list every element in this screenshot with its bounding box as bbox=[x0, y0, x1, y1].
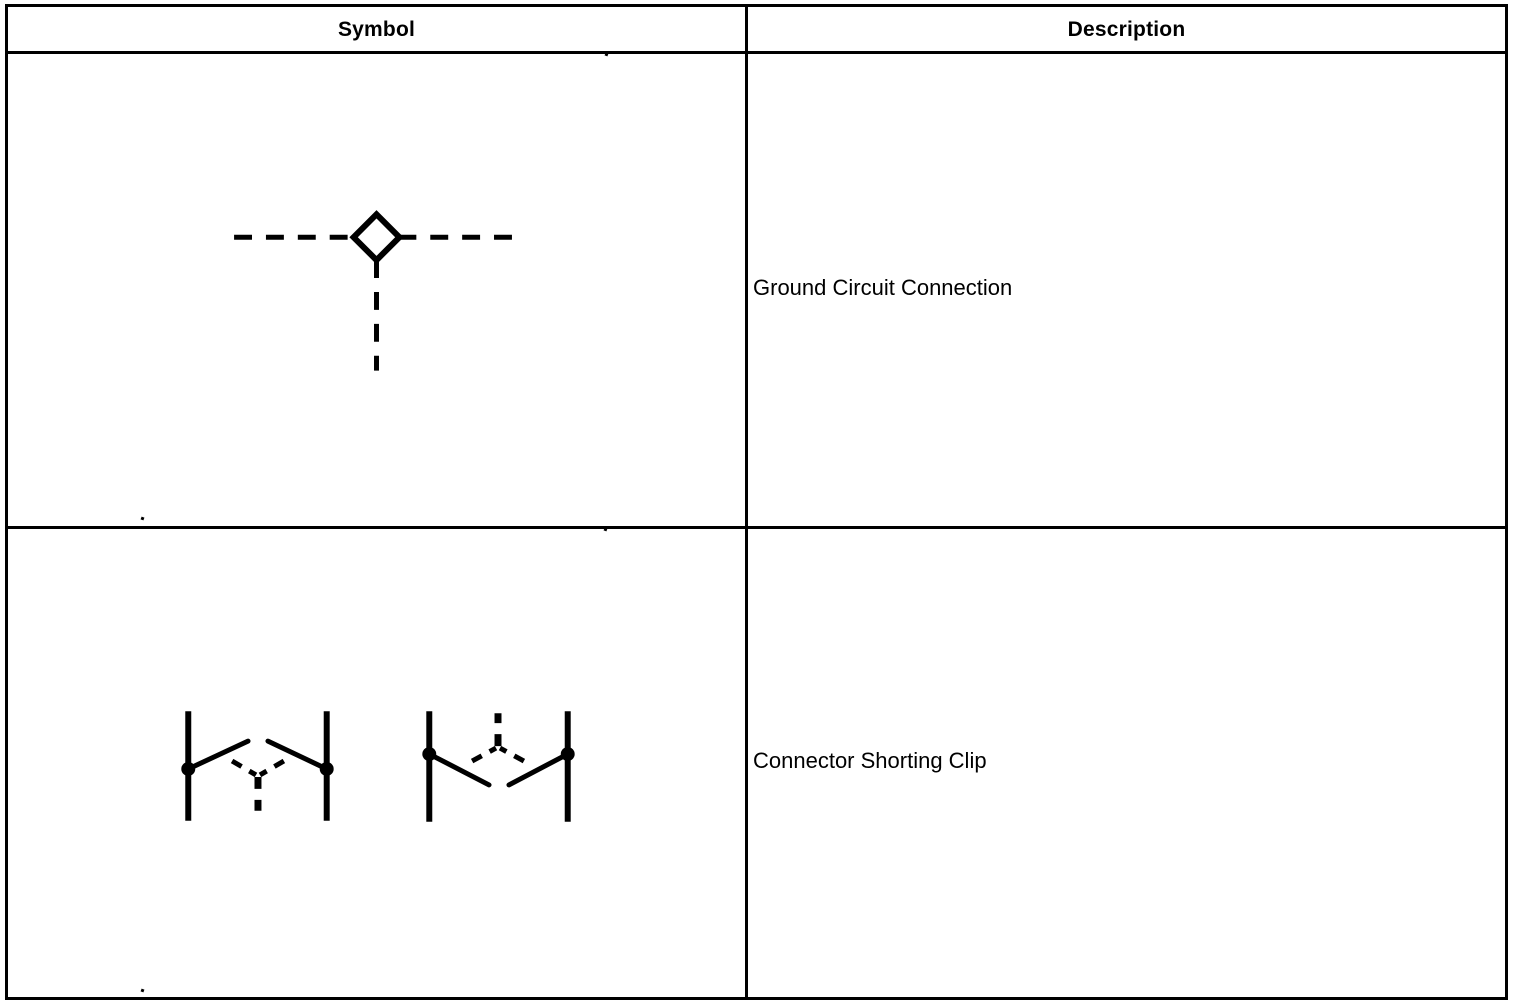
symbol-cell-ground-circuit-connection bbox=[5, 51, 748, 529]
header-cell-description: Description bbox=[745, 4, 1508, 54]
contact-dot-right bbox=[560, 747, 575, 762]
table-header: Symbol Description bbox=[5, 4, 1508, 54]
description-cell-ground-circuit-connection: Ground Circuit Connection bbox=[745, 51, 1508, 529]
dashed-arm-left bbox=[470, 745, 498, 764]
contact-dot-right bbox=[319, 762, 334, 776]
description-text: Connector Shorting Clip bbox=[753, 748, 987, 773]
description-cell-connector-shorting-clip: Connector Shorting Clip bbox=[745, 526, 1508, 1000]
table-row: Ground Circuit Connection bbox=[5, 51, 1508, 529]
header-label-symbol: Symbol bbox=[337, 17, 416, 41]
contact-dot-left bbox=[422, 747, 437, 762]
diamond-shape bbox=[349, 210, 404, 265]
header-row: Symbol Description bbox=[5, 4, 1508, 54]
clip-arm-left bbox=[185, 738, 251, 772]
header-label-description: Description bbox=[1067, 17, 1186, 41]
symbol-cell-connector-shorting-clip bbox=[5, 526, 748, 1000]
clip-arm-right bbox=[506, 751, 571, 788]
dashed-arm-right bbox=[258, 758, 286, 778]
contact-dot-left bbox=[181, 762, 196, 776]
table-body: Ground Circuit Connection bbox=[5, 51, 1508, 1000]
clip-arm-right bbox=[265, 738, 330, 772]
clip-arm-left bbox=[426, 751, 492, 788]
connector-shorting-clip-symbol bbox=[181, 711, 575, 822]
symbol-description-table: Symbol Description bbox=[5, 4, 1508, 1000]
dashed-arm-right bbox=[498, 745, 526, 764]
description-text: Ground Circuit Connection bbox=[753, 275, 1013, 300]
ground-circuit-connection-symbol bbox=[234, 210, 521, 371]
dashed-arm-left bbox=[230, 758, 258, 778]
table-row: Connector Shorting Clip bbox=[5, 526, 1508, 1000]
shorting-clip-right bbox=[422, 711, 575, 822]
shorting-clip-left bbox=[181, 711, 334, 821]
header-cell-symbol: Symbol bbox=[5, 4, 748, 54]
